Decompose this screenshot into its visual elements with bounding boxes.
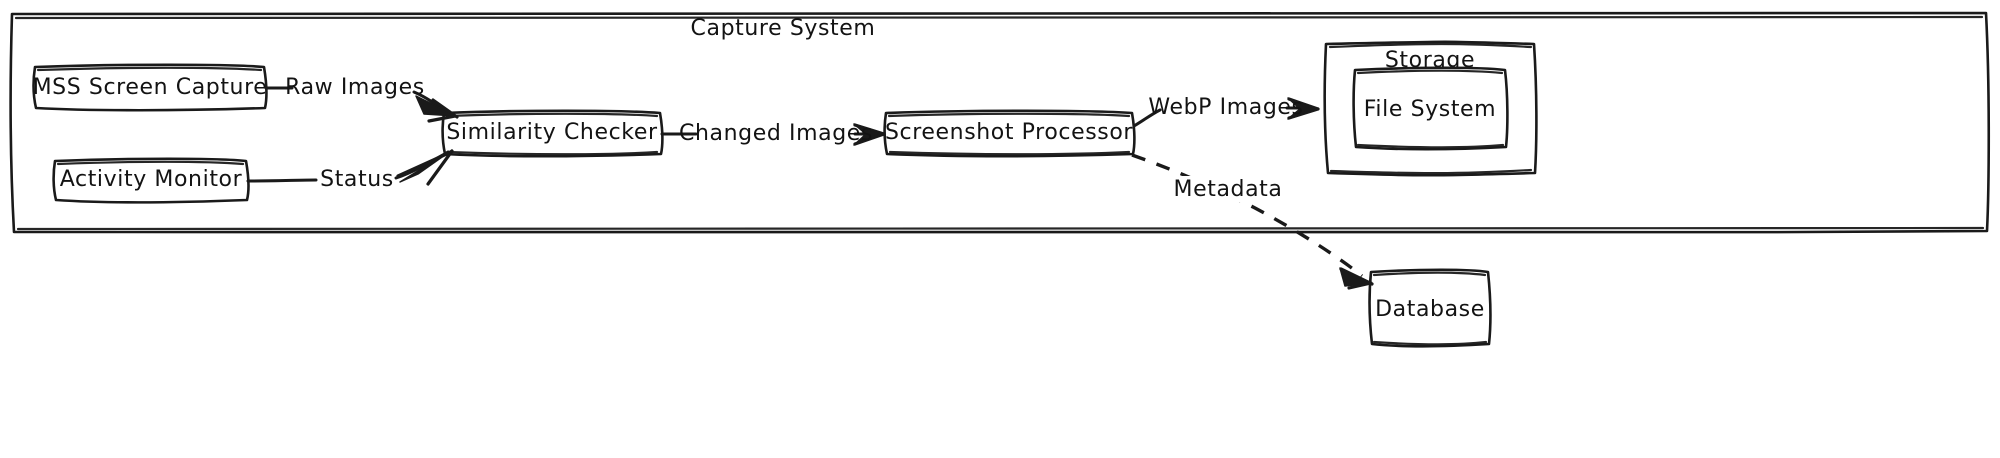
node-activity-monitor-label: Activity Monitor [60,167,243,192]
edge-changed-images[interactable]: Changed Images [660,121,886,146]
node-activity-monitor[interactable]: Activity Monitor [52,157,250,204]
edge-status-arrowhead-sketch [396,149,454,186]
edge-webp-images-label: WebP Images [1148,95,1303,120]
edge-metadata-label: Metadata [1174,177,1283,202]
node-activity-monitor-top-sketch [56,160,245,166]
node-mss-screen-capture-border [32,63,268,112]
cluster-storage-top-sketch [1328,42,1533,49]
node-screenshot-processor-bottom-sketch [888,150,1131,156]
node-database-border [1368,268,1492,348]
node-similarity-checker-top-sketch [445,112,659,118]
edge-changed-images-arrowhead-sketch [853,123,886,146]
edge-webp-images-arrowhead-sketch [1287,97,1320,120]
node-mss-screen-capture-top-sketch [36,66,263,72]
edge-metadata-arrowhead-sketch [1339,267,1374,290]
cluster-storage-bottom-sketch [1329,168,1533,175]
edge-status[interactable]: Status [246,149,454,192]
edge-status-stub [246,178,318,183]
node-similarity-checker-label: Similarity Checker [446,120,658,145]
node-file-system[interactable]: File System [1352,66,1509,151]
node-file-system-bottom-sketch [1356,143,1505,149]
edge-raw-images-arrowhead-sketch [427,98,459,123]
node-database-label: Database [1375,297,1485,322]
node-database-top-sketch [1372,271,1487,277]
edge-status-label: Status [320,167,394,192]
node-similarity-checker-bottom-sketch [446,150,659,156]
edge-webp-images[interactable]: WebP Images [1132,95,1320,128]
edge-webp-images-stub-left [1132,108,1162,128]
node-screenshot-processor-label: Screenshot Processor [885,120,1133,145]
node-file-system-top-sketch [1356,69,1504,75]
node-database-bottom-sketch [1372,340,1488,346]
edge-metadata[interactable]: Metadata [1131,153,1374,290]
edge-raw-images[interactable]: Raw Images [264,75,459,123]
node-screenshot-processor[interactable]: Screenshot Processor [883,109,1136,158]
edge-raw-images-label: Raw Images [285,75,425,100]
node-activity-monitor-border [52,157,250,204]
edge-metadata-line [1131,153,1364,278]
edge-changed-images-label: Changed Images [679,121,873,146]
node-screenshot-processor-top-sketch [887,112,1131,118]
edge-metadata-label-background [1176,176,1280,202]
node-mss-screen-capture[interactable]: MSS Screen Capture [32,63,268,112]
node-database[interactable]: Database [1368,268,1492,348]
cluster-capture-system-label: Capture System [691,16,876,41]
node-similarity-checker[interactable]: Similarity Checker [441,109,664,158]
node-mss-screen-capture-label: MSS Screen Capture [33,75,268,100]
node-file-system-border [1352,66,1509,151]
node-file-system-label: File System [1364,97,1496,122]
